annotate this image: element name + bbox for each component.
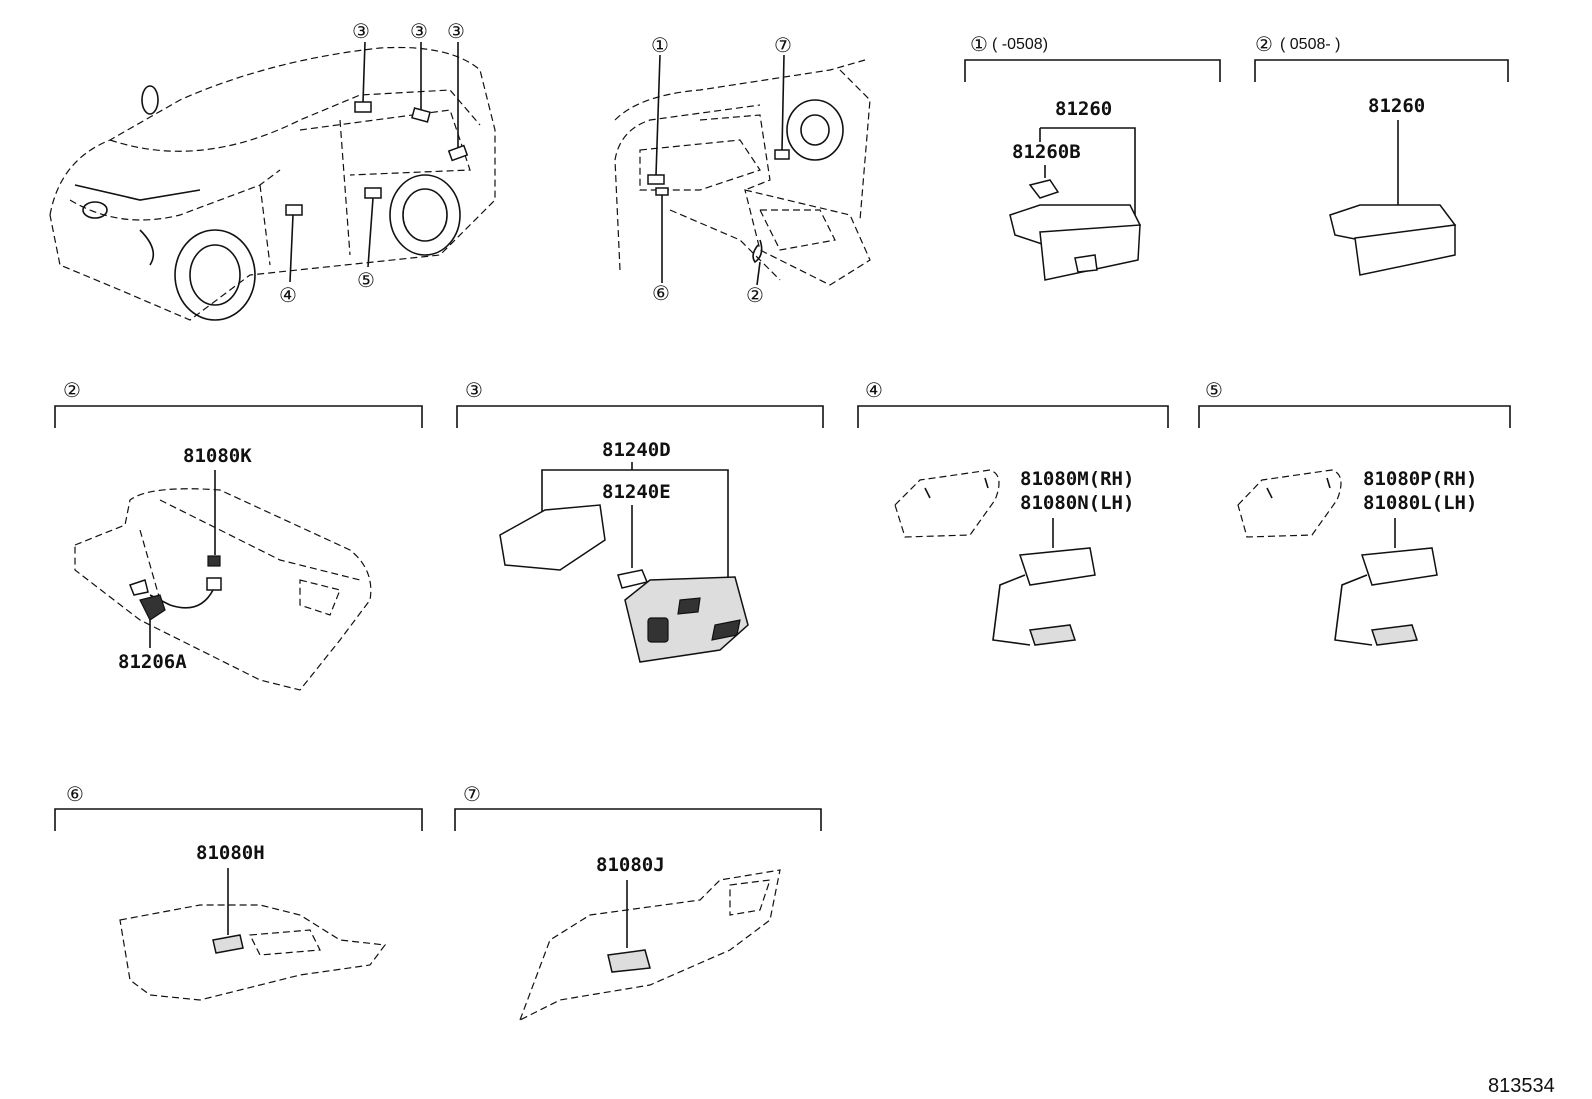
group-4-door-light: ④ 81080M(RH) 81080N(LH) [857, 380, 1169, 646]
group-6-marker: ⑤ [1205, 380, 1223, 402]
group-3-marker: ② [63, 380, 81, 402]
part-81080n: 81080N(LH) [1020, 492, 1134, 514]
callout-1: ① [651, 35, 669, 57]
group-1-marker: ① [970, 34, 988, 56]
part-81080h: 81080H [196, 842, 265, 864]
callout-6: ⑥ [652, 283, 670, 305]
group-8-marker: ⑦ [463, 784, 481, 806]
part-81080p: 81080P(RH) [1363, 468, 1477, 490]
part-81080k: 81080K [183, 445, 252, 467]
diagram-id: 813534 [1488, 1075, 1555, 1097]
part-81260b: 81260B [1012, 141, 1081, 163]
callout-7: ⑦ [774, 35, 792, 57]
part-81240e: 81240E [602, 481, 671, 503]
callout-4: ④ [279, 285, 297, 307]
group-7-console-light: ⑦ 81080J [454, 784, 822, 1022]
callout-3b: ③ [410, 21, 428, 43]
group-2-marker: ② [1255, 34, 1273, 56]
group-4-marker: ③ [465, 380, 483, 402]
group-5-marker: ④ [865, 380, 883, 402]
callout-3a: ③ [352, 21, 370, 43]
part-81240d: 81240D [602, 439, 671, 461]
part-81080j: 81080J [596, 854, 665, 876]
car-callouts: ③ ③ ③ ④ ⑤ [279, 21, 465, 307]
callout-3c: ③ [447, 21, 465, 43]
group-1-range: ( -0508) [992, 36, 1048, 53]
group-6-floor-light: ⑥ 81080H [54, 784, 423, 1001]
group-2-range: ( 0508- ) [1280, 36, 1340, 53]
part-81260-a: 81260 [1055, 98, 1112, 120]
callout-2: ② [746, 285, 764, 307]
dashboard-overview-illustration [614, 54, 871, 286]
part-81080l: 81080L(LH) [1363, 492, 1477, 514]
group-5-door-light: ⑤ 81080P(RH) 81080L(LH) [1198, 380, 1511, 646]
group-2-console: ② 81080K 81206A [54, 380, 423, 691]
callout-5: ⑤ [357, 270, 375, 292]
part-81206a: 81206A [118, 651, 187, 673]
part-81260-b: 81260 [1368, 95, 1425, 117]
group-7-marker: ⑥ [66, 784, 84, 806]
group-1-to-0508: ① ( -0508) 81260 81260B [964, 34, 1221, 281]
part-81080m: 81080M(RH) [1020, 468, 1134, 490]
car-overview-illustration [49, 41, 496, 321]
dashboard-callouts: ① ⑦ ⑥ ② [651, 35, 792, 307]
group-3-dome-light: ③ 81240D 81240E [456, 380, 824, 663]
group-2-from-0508: ② ( 0508- ) 81260 [1254, 34, 1509, 276]
